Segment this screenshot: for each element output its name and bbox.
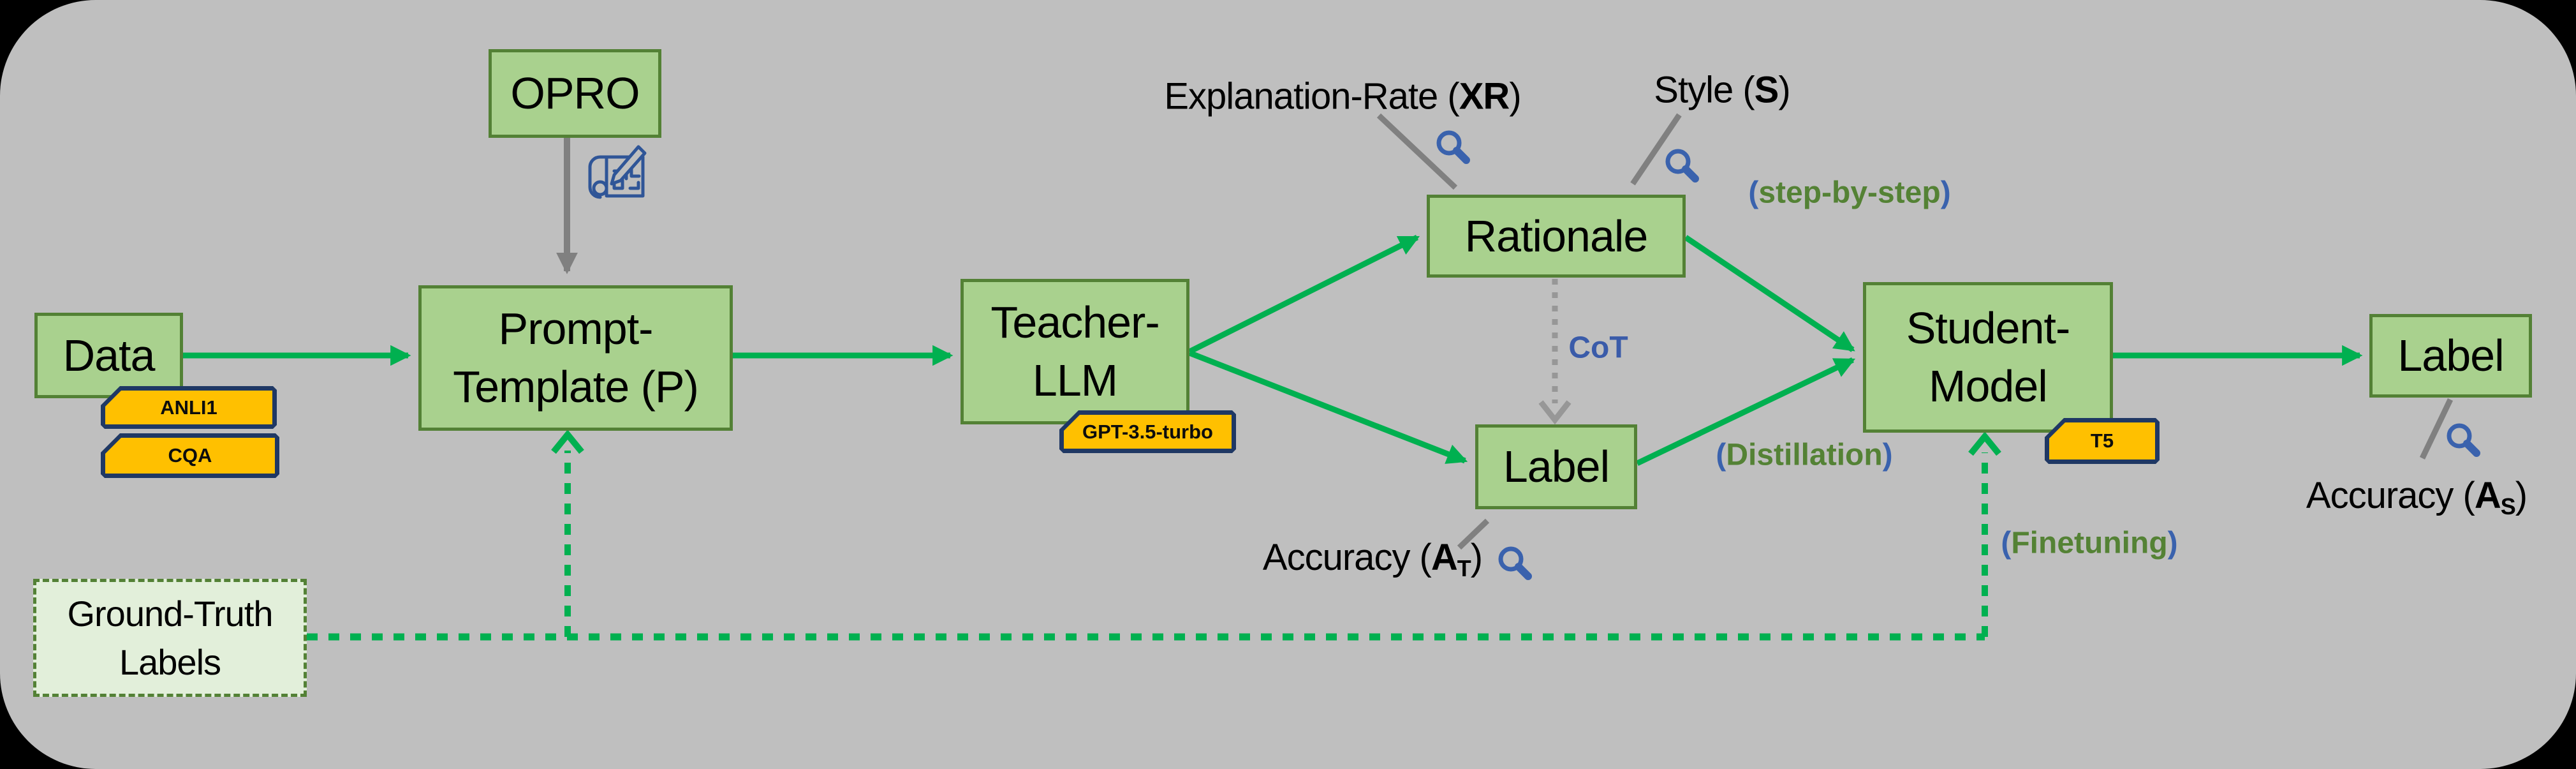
box-student-line1: Student- — [1906, 303, 2071, 353]
arrowhead-to-prompt — [551, 429, 584, 454]
box-ground-truth-line2: Labels — [119, 641, 221, 682]
annotation-finetuning: (Finetuning) — [2001, 526, 2178, 560]
arrow-label-to-student — [1636, 357, 1856, 467]
box-label-right-label: Label — [2397, 331, 2504, 380]
badge-t5: T5 — [2045, 418, 2160, 464]
arrow-teacher-to-rationale — [1188, 234, 1420, 355]
box-student-line2: Model — [1929, 361, 2048, 411]
callout-explanation-rate — [1376, 113, 1458, 190]
badge-cqa-label: CQA — [168, 444, 212, 467]
arrow-rationale-to-student — [1684, 235, 1855, 352]
box-opro: OPRO — [489, 49, 661, 138]
badge-anli1: ANLI1 — [101, 386, 277, 429]
badge-t5-label: T5 — [2090, 429, 2114, 452]
annotation-distillation: (Distillation) — [1716, 438, 1893, 472]
annotation-style: Style (S) — [1654, 69, 1790, 111]
box-ground-truth: Ground-Truth Labels — [33, 579, 307, 697]
box-label-middle: Label — [1475, 424, 1637, 509]
box-ground-truth-line1: Ground-Truth — [67, 593, 273, 634]
box-teacher-line1: Teacher- — [990, 297, 1159, 347]
callout-style — [1630, 113, 1682, 186]
callout-accuracy-teacher — [1457, 518, 1490, 550]
badge-cqa: CQA — [101, 433, 279, 478]
box-opro-label: OPRO — [510, 68, 640, 118]
arrowhead-cot — [1538, 400, 1571, 425]
magnifier-icon — [2447, 423, 2480, 457]
magnifier-icon — [1498, 546, 1532, 580]
box-student-model: Student- Model — [1863, 282, 2113, 433]
box-prompt-line1: Prompt- — [498, 304, 654, 354]
annotation-cot: CoT — [1568, 331, 1628, 365]
box-label-right: Label — [2369, 314, 2532, 398]
annotation-step-by-step: (step-by-step) — [1748, 175, 1951, 210]
badge-gpt-label: GPT-3.5-turbo — [1082, 420, 1213, 443]
badge-anli1-label: ANLI1 — [160, 396, 217, 419]
box-rationale: Rationale — [1427, 195, 1686, 278]
box-data-label: Data — [63, 330, 156, 380]
box-rationale-label: Rationale — [1464, 211, 1649, 261]
blueprint-edit-icon — [588, 145, 647, 199]
annotation-explanation-rate: Explanation-Rate (XR) — [1164, 75, 1521, 117]
badge-gpt-3-5-turbo: GPT-3.5-turbo — [1059, 410, 1236, 453]
box-prompt-line2: Template (P) — [453, 362, 699, 412]
annotation-accuracy-teacher: Accuracy (AT) — [1262, 536, 1483, 582]
arrowhead-to-student — [1968, 431, 2001, 456]
box-teacher-llm: Teacher- LLM — [960, 279, 1189, 424]
box-data: Data — [34, 313, 183, 398]
magnifier-icon — [1665, 149, 1699, 183]
callout-accuracy-student — [2419, 398, 2454, 459]
arrow-teacher-to-label — [1188, 350, 1468, 464]
box-label-middle-label: Label — [1503, 442, 1610, 491]
box-prompt-template: Prompt- Template (P) — [418, 285, 733, 431]
annotation-accuracy-student: Accuracy (AS) — [2306, 474, 2528, 520]
magnifier-icon — [1436, 130, 1470, 164]
box-teacher-line2: LLM — [1032, 355, 1118, 405]
